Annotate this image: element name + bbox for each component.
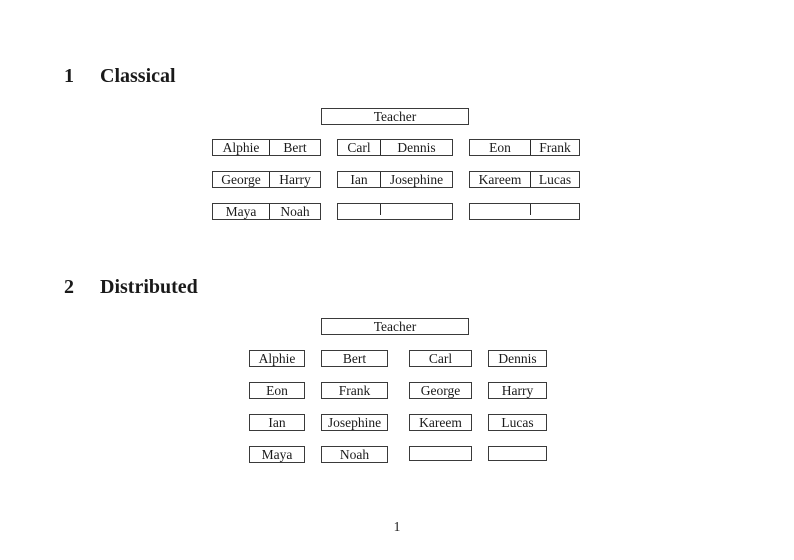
classical-desk-r2c2: Ian Josephine: [337, 171, 453, 188]
desk-seat-empty: [381, 204, 452, 219]
classical-desk-r3c1: Maya Noah: [212, 203, 321, 220]
classical-desk-r3c3-empty: [469, 203, 580, 220]
desk-divider: [269, 204, 270, 219]
classical-desk-r1c2: Carl Dennis: [337, 139, 453, 156]
section-2-number: 2: [64, 276, 74, 298]
desk-seat: Noah: [280, 203, 310, 219]
desk-seat: Ian: [350, 171, 368, 187]
distributed-desk-r2c4: Harry: [488, 382, 547, 399]
desk-divider: [269, 172, 270, 187]
desk-seat: Maya: [225, 203, 257, 219]
desk-divider: [530, 172, 531, 187]
desk-seat: Eon: [489, 139, 511, 155]
desk-seat-empty: [470, 204, 530, 219]
distributed-desk-r1c4: Dennis: [488, 350, 547, 367]
classical-teacher-label: Teacher: [373, 108, 417, 124]
desk-seat: Bert: [283, 139, 307, 155]
distributed-desk-r3c4: Lucas: [488, 414, 547, 431]
page-number: 1: [393, 519, 401, 534]
desk-seat: Frank: [539, 139, 571, 155]
distributed-desk-r4c1: Maya: [249, 446, 305, 463]
distributed-desk-r4c2: Noah: [321, 446, 388, 463]
distributed-desk-r2c3: George: [409, 382, 472, 399]
desk-divider: [530, 140, 531, 155]
desk-seat-empty: [338, 204, 380, 219]
desk-seat: Josephine: [389, 171, 444, 187]
distributed-desk-r1c2: Bert: [321, 350, 388, 367]
desk-seat: Carl: [347, 139, 371, 155]
distributed-desk-r3c2: Josephine: [321, 414, 388, 431]
desk-divider: [380, 140, 381, 155]
distributed-desk-r3c3: Kareem: [409, 414, 472, 431]
distributed-desk-r3c1: Ian: [249, 414, 305, 431]
distributed-teacher-box: Teacher: [321, 318, 469, 335]
section-1-title: Classical: [100, 65, 176, 87]
desk-seat-empty: [531, 204, 579, 219]
distributed-desk-r4c4-empty: [488, 446, 547, 461]
classical-desk-r1c3: Eon Frank: [469, 139, 580, 156]
distributed-desk-r2c2: Frank: [321, 382, 388, 399]
desk-seat: Kareem: [478, 171, 522, 187]
distributed-desk-r1c3: Carl: [409, 350, 472, 367]
distributed-teacher-label: Teacher: [373, 318, 417, 334]
section-1-number: 1: [64, 65, 74, 87]
desk-seat: George: [221, 171, 261, 187]
classical-desk-r3c2-empty: [337, 203, 453, 220]
desk-divider: [380, 172, 381, 187]
section-2-title: Distributed: [100, 276, 198, 298]
classical-teacher-box: Teacher: [321, 108, 469, 125]
desk-seat: Lucas: [538, 171, 572, 187]
desk-seat: Harry: [279, 171, 311, 187]
distributed-desk-r4c3-empty: [409, 446, 472, 461]
classical-desk-r1c1: Alphie Bert: [212, 139, 321, 156]
desk-seat: Dennis: [397, 139, 436, 155]
desk-seat: Alphie: [222, 139, 260, 155]
distributed-desk-r2c1: Eon: [249, 382, 305, 399]
classical-desk-r2c3: Kareem Lucas: [469, 171, 580, 188]
desk-divider: [530, 204, 531, 216]
desk-divider: [380, 204, 381, 216]
classical-desk-r2c1: George Harry: [212, 171, 321, 188]
distributed-desk-r1c1: Alphie: [249, 350, 305, 367]
desk-divider: [269, 140, 270, 155]
